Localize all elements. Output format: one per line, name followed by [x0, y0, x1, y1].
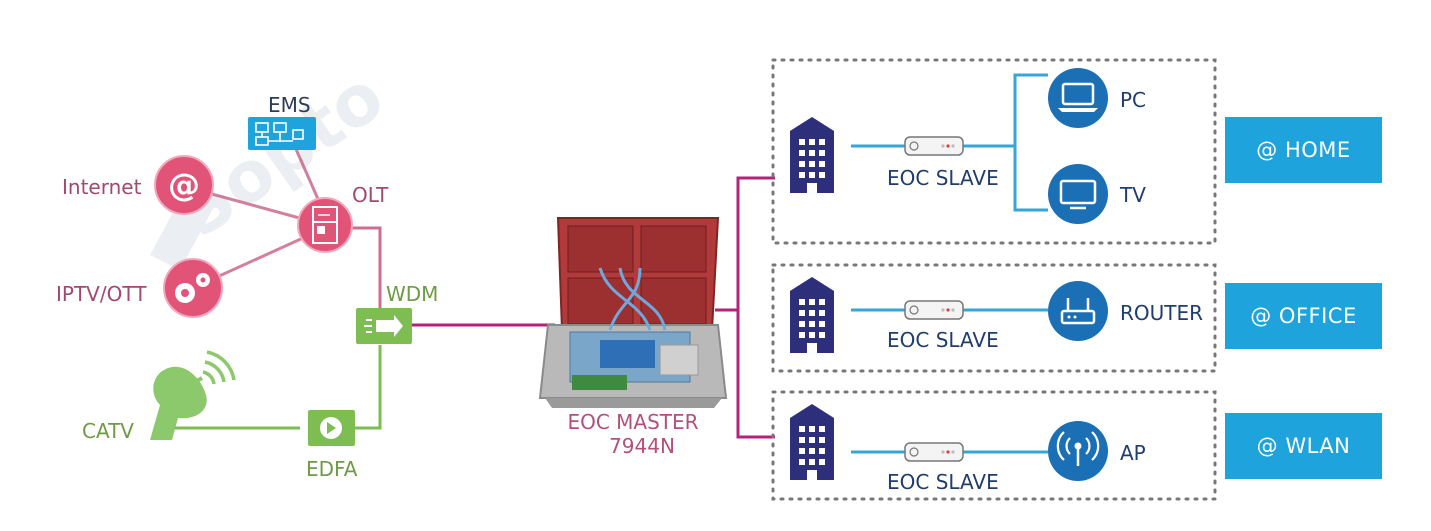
tv-icon [1048, 164, 1108, 224]
iptv-node [163, 258, 223, 318]
wdm-node [356, 308, 412, 344]
building-icon [790, 277, 834, 353]
eoc-master-label: EOC MASTER 7944N [548, 410, 718, 458]
olt-label: OLT [352, 183, 389, 207]
home-group-frame [771, 58, 1217, 245]
access-point-icon [1048, 421, 1108, 481]
ap-label: AP [1120, 441, 1146, 465]
eoc-master-name: EOC MASTER [567, 410, 699, 434]
eoc-slave-device [904, 136, 964, 156]
building-icon [790, 117, 834, 193]
coax-cables [851, 73, 1048, 454]
wlan-tag: @ WLAN [1225, 413, 1382, 479]
building-icon [790, 404, 834, 480]
office-tag: @ OFFICE [1225, 283, 1382, 349]
router-label: ROUTER [1120, 301, 1204, 325]
eoc-master-device [538, 217, 728, 408]
tv-label: TV [1120, 183, 1146, 207]
edfa-label: EDFA [306, 457, 358, 481]
ems-label: EMS [268, 93, 311, 117]
eoc-master-model: 7944N [609, 434, 675, 458]
building-icons [790, 117, 834, 480]
wdm-label: WDM [386, 282, 439, 306]
office-group-frame [771, 263, 1217, 373]
olt-node [297, 197, 353, 253]
eoc-slave-label: EOC SLAVE [887, 470, 999, 494]
group-frames [771, 58, 1217, 501]
eoc-slave-device [904, 442, 964, 462]
gears-icon [175, 273, 210, 303]
edfa-node [308, 410, 355, 446]
eoc-slave-device [904, 300, 964, 320]
catv-label: CATV [82, 419, 134, 443]
wlan-group-frame [771, 390, 1217, 501]
ems-node [248, 117, 316, 150]
internet-node: @ [154, 155, 214, 215]
at-icon: @ [168, 166, 200, 204]
watermark-text: Sopto [163, 55, 399, 254]
pc-icon [1048, 68, 1108, 128]
trunk-links [412, 176, 775, 439]
satellite-dish-icon [150, 350, 236, 440]
eoc-slave-label: EOC SLAVE [887, 328, 999, 352]
home-tag: @ HOME [1225, 117, 1382, 183]
pc-label: PC [1120, 88, 1147, 112]
eoc-slave-units [904, 136, 964, 462]
router-icon [1048, 281, 1108, 341]
iptv-label: IPTV/OTT [56, 282, 147, 306]
internet-label: Internet [62, 175, 142, 199]
eoc-slave-label: EOC SLAVE [887, 166, 999, 190]
